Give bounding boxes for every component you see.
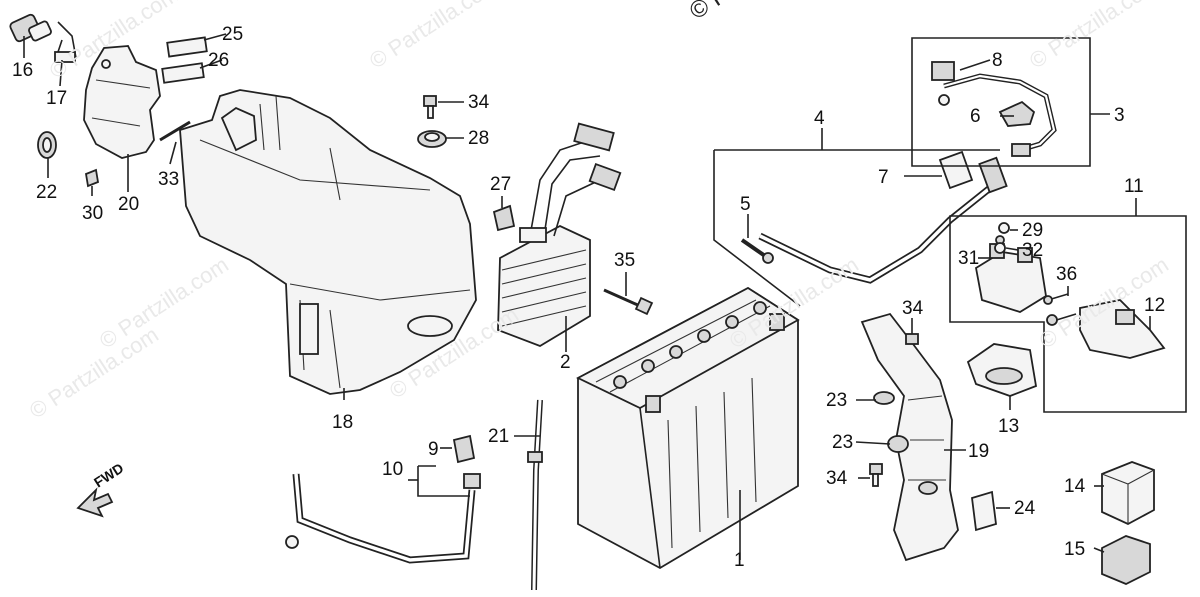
part-9-cover (452, 434, 476, 464)
part-33-strip (159, 120, 191, 142)
callout-23-lower: 23 (832, 432, 853, 453)
callout-8: 8 (992, 50, 1003, 71)
callout-5: 5 (740, 194, 751, 215)
callout-34-bracket: 34 (902, 298, 924, 319)
part-13-cover (966, 343, 1038, 397)
callout-26: 26 (208, 50, 229, 71)
part-6-cover (998, 100, 1036, 127)
callout-1: 1 (734, 550, 745, 571)
part-7-cover (938, 150, 974, 190)
callout-34-top: 34 (468, 92, 490, 113)
callout-32: 32 (1022, 240, 1043, 261)
callout-33: 33 (158, 169, 179, 190)
callout-23-upper: 23 (826, 390, 847, 411)
callout-2: 2 (560, 352, 571, 373)
part-10-negative-cable (285, 473, 481, 564)
part-29-nut (998, 222, 1010, 234)
callout-labels: 1 2 3 4 5 6 7 8 9 10 11 12 13 14 15 16 1… (12, 24, 1165, 571)
part-23-grommet-lower (887, 435, 909, 453)
part-24-pad (971, 490, 997, 532)
callout-20: 20 (118, 194, 139, 215)
callout-29: 29 (1022, 220, 1043, 241)
part-36-screw (1043, 293, 1077, 326)
battery-caps (613, 301, 767, 389)
callout-12: 12 (1144, 295, 1165, 316)
part-19-bracket (860, 312, 959, 562)
group-11-bracket (949, 215, 1187, 413)
callout-9: 9 (428, 439, 439, 460)
fwd-arrow: FWD (76, 460, 126, 518)
callout-35: 35 (614, 250, 635, 271)
part-15-relay (1101, 535, 1151, 585)
part-12-bracket (1079, 299, 1166, 359)
callout-21: 21 (488, 426, 509, 447)
callout-28: 28 (468, 128, 489, 149)
callout-14: 14 (1064, 476, 1086, 497)
callout-34-lower: 34 (826, 468, 848, 489)
part-17-clip (54, 21, 77, 63)
callout-6: 6 (970, 106, 981, 127)
part-34-bolt-bracket (905, 333, 919, 345)
part-22-grommet (37, 131, 57, 159)
part-5-bolt (740, 238, 774, 264)
callout-17: 17 (46, 88, 67, 109)
callout-13: 13 (998, 416, 1019, 437)
callout-24: 24 (1014, 498, 1036, 519)
part-28-grommet (417, 130, 447, 148)
callout-22: 22 (36, 182, 57, 203)
part-18-battery-box (179, 89, 477, 395)
part-30-bolt (84, 168, 100, 188)
part-4-positive-cable (758, 156, 1008, 284)
part-26-pad (161, 62, 205, 84)
part-27-clip (492, 204, 516, 232)
part-32-washer (994, 242, 1006, 254)
fwd-label: FWD (91, 460, 126, 491)
part-8-terminal (931, 61, 955, 81)
part-1-battery (576, 286, 800, 570)
group-4-bracket (713, 149, 1000, 307)
leader-lines (23, 33, 1151, 560)
part-14-relay (1101, 461, 1155, 526)
part-20-cover (83, 45, 161, 159)
part-25-pad (166, 36, 208, 58)
part-34-bolt-top (423, 95, 437, 119)
part-35-bolt (603, 288, 654, 316)
group-3-bracket (911, 37, 1091, 167)
callout-19: 19 (968, 441, 989, 462)
callout-18: 18 (332, 412, 353, 433)
callout-7: 7 (878, 167, 889, 188)
part-2-regulator (497, 122, 622, 347)
part-23-grommet-upper (873, 391, 895, 405)
callout-16: 16 (12, 60, 33, 81)
callout-10: 10 (382, 459, 403, 480)
callout-25: 25 (222, 24, 243, 45)
callout-27: 27 (490, 174, 511, 195)
group-10-bracket (417, 465, 470, 497)
part-34-bolt-lower (869, 463, 883, 487)
callout-30: 30 (82, 203, 103, 224)
callout-11: 11 (1124, 176, 1144, 197)
part-21-vent-tube (527, 399, 543, 591)
callout-36: 36 (1056, 264, 1077, 285)
callout-15: 15 (1064, 539, 1085, 560)
callout-3: 3 (1114, 105, 1125, 126)
callout-4: 4 (814, 108, 825, 129)
part-16-connector (9, 13, 52, 43)
callout-31: 31 (958, 248, 979, 269)
part-3-cable (931, 61, 1057, 157)
